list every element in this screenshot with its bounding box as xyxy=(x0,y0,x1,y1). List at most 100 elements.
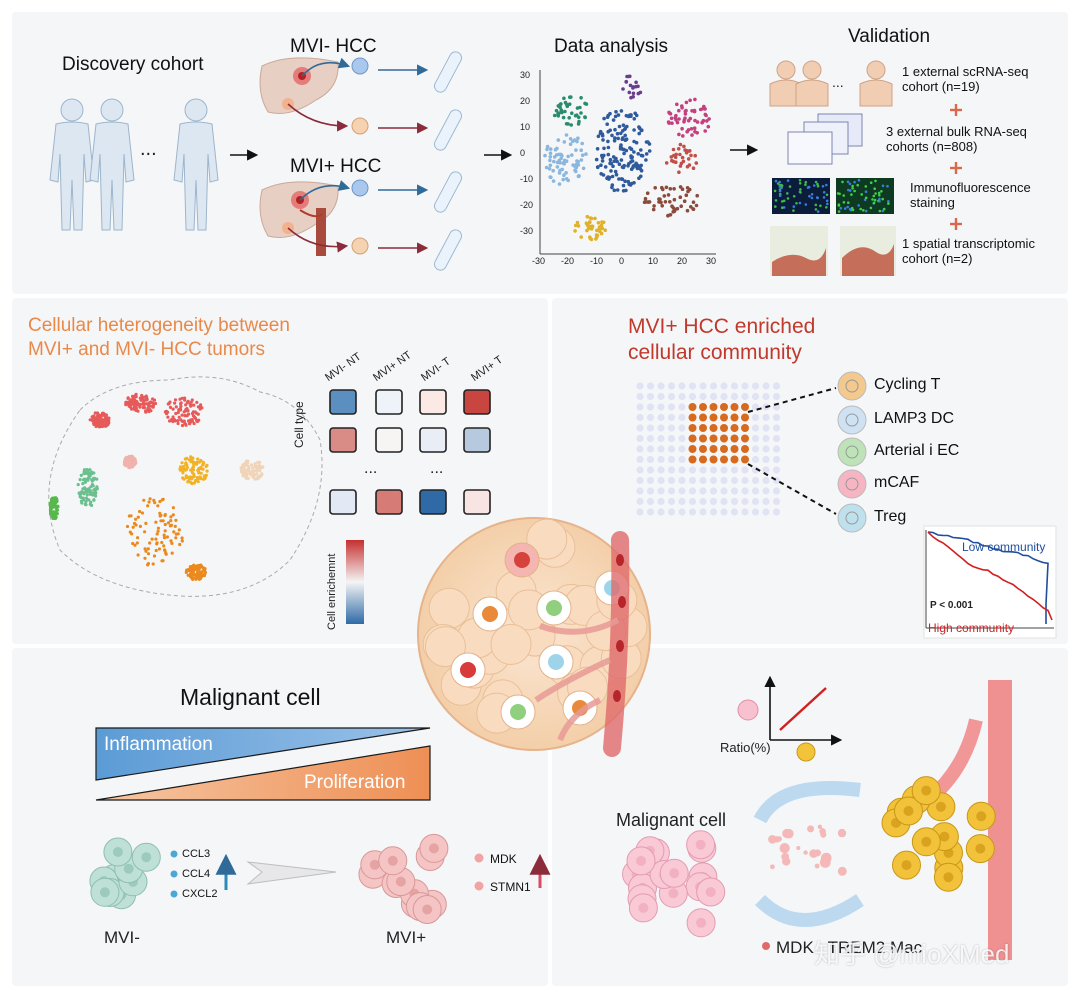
tsne-point xyxy=(622,151,626,156)
tsne-point xyxy=(571,139,575,144)
tsne-point xyxy=(598,229,602,234)
tsne-point xyxy=(567,102,572,106)
tsne-point xyxy=(612,138,617,143)
tsne-point xyxy=(564,159,569,163)
tsne-point xyxy=(596,134,601,139)
tsne-point xyxy=(636,152,640,156)
tsne-point xyxy=(560,167,564,172)
tsne-x-tick: 30 xyxy=(706,256,717,266)
tsne-point xyxy=(567,116,571,120)
tsne-point xyxy=(677,117,681,121)
tsne-point xyxy=(581,166,586,171)
heterogeneity-title-2: MVI+ and MVI- HCC tumors xyxy=(28,339,266,360)
community-grid xyxy=(636,382,781,516)
tsne-point xyxy=(689,153,693,158)
tsne-point xyxy=(564,133,569,137)
tsne-point xyxy=(619,109,624,113)
tsne-point xyxy=(676,147,681,151)
tsne-point xyxy=(664,185,669,190)
tsne-point xyxy=(647,142,652,146)
tsne-point xyxy=(562,140,567,144)
tsne-point xyxy=(548,151,553,155)
tsne-point xyxy=(618,146,623,151)
tsne-point xyxy=(600,159,605,163)
tsne-point xyxy=(631,95,635,99)
tsne-point xyxy=(622,147,626,152)
tsne-point xyxy=(620,177,625,181)
tsne-point xyxy=(552,159,556,164)
validation-item: 1 spatial transcriptomic cohort (n=2) xyxy=(902,236,1035,266)
tsne-point xyxy=(668,213,673,217)
tsne-point xyxy=(640,128,644,132)
heatmap-ellipsis: ... xyxy=(430,460,444,477)
tsne-point xyxy=(695,120,700,124)
plus-icon xyxy=(950,104,962,230)
tsne-point xyxy=(687,163,692,167)
tsne-point xyxy=(548,163,553,168)
tsne-point xyxy=(679,161,684,166)
cell-cluster xyxy=(358,833,449,924)
tsne-point xyxy=(583,115,587,120)
tsne-point xyxy=(678,164,683,168)
tsne-point xyxy=(688,98,692,103)
tsne-point xyxy=(681,134,685,138)
malignant-cell-label: Malignant cell xyxy=(616,810,727,830)
tsne-point xyxy=(621,87,625,91)
gene-label: STMN1 xyxy=(490,880,531,894)
community-member-label: mCAF xyxy=(874,474,920,491)
tsne-point xyxy=(616,113,621,117)
inflammation-bar xyxy=(95,727,431,781)
tsne-point xyxy=(660,185,664,190)
tsne-point xyxy=(560,153,564,158)
tsne-point xyxy=(580,141,584,146)
tsne-point xyxy=(562,96,566,101)
tsne-point xyxy=(606,145,611,150)
tsne-point xyxy=(577,119,581,124)
tsne-point xyxy=(689,205,693,209)
tsne-point xyxy=(634,84,638,89)
tsne-point xyxy=(673,155,678,159)
tsne-point xyxy=(658,197,662,201)
tsne-point xyxy=(596,221,601,225)
tsne-point xyxy=(617,162,622,166)
tsne-point xyxy=(678,152,682,157)
tsne-point xyxy=(616,136,620,141)
watermark: 知乎 @mioXMed xyxy=(814,939,1010,969)
if-staining-image xyxy=(772,178,894,214)
tsne-point xyxy=(579,148,583,152)
tsne-point xyxy=(670,204,674,208)
km-p-label: P < 0.001 xyxy=(930,600,973,611)
tsne-point xyxy=(573,223,578,228)
tsne-point xyxy=(566,122,570,126)
tsne-x-tick: 20 xyxy=(677,256,688,266)
community-member-label: LAMP3 DC xyxy=(874,410,955,427)
gene-dots xyxy=(170,850,484,898)
gene-label: CXCL2 xyxy=(182,888,218,900)
cell-icon xyxy=(351,57,369,255)
tsne-point xyxy=(626,179,631,184)
tsne-y-tick: -20 xyxy=(520,200,534,210)
validation-item: 1 external scRNA-seq cohort (n=19) xyxy=(902,64,1029,94)
tsne-point xyxy=(568,142,573,146)
tsne-point xyxy=(682,199,687,203)
tsne-point xyxy=(652,204,656,208)
tsne-point xyxy=(589,227,594,231)
tsne-point xyxy=(632,150,636,154)
tsne-point xyxy=(615,131,620,136)
tsne-point xyxy=(608,161,613,165)
tsne-point xyxy=(677,132,681,137)
tsne-point xyxy=(639,163,643,168)
tsne-point xyxy=(614,172,619,177)
tsne-point xyxy=(675,102,679,107)
tsne-point xyxy=(666,193,671,197)
tsne-point xyxy=(570,153,574,157)
tsne-point xyxy=(691,200,696,204)
tsne-point xyxy=(629,181,634,186)
tsne-point xyxy=(566,154,570,159)
heatmap-cell xyxy=(419,427,447,453)
validation-title: Validation xyxy=(848,26,931,47)
tsne-point xyxy=(600,153,604,158)
tsne-point xyxy=(594,157,599,162)
tsne-point xyxy=(573,168,577,173)
tsne-point xyxy=(595,147,600,151)
